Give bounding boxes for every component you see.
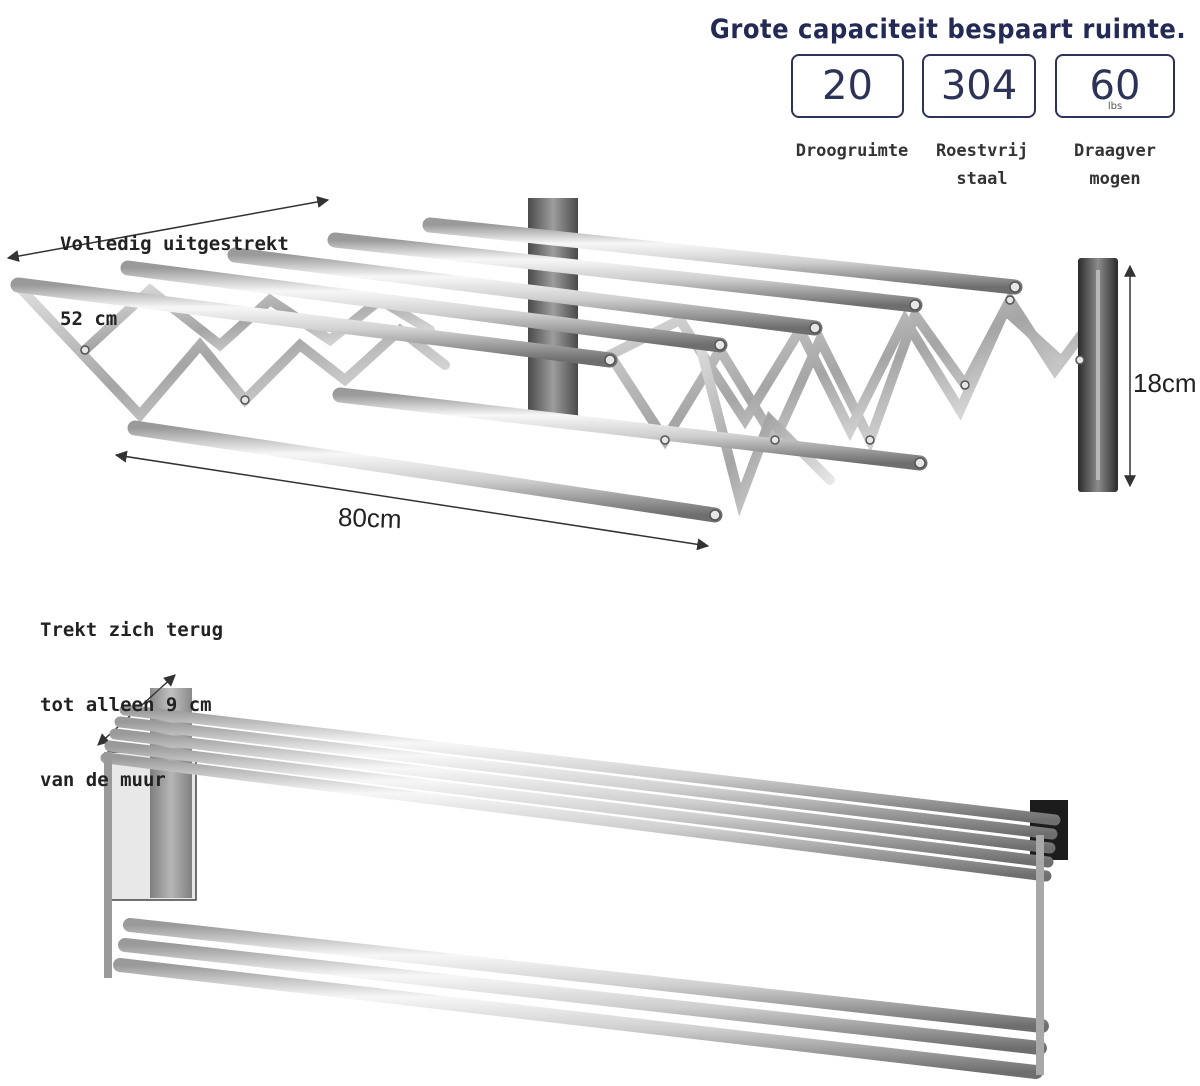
retracted-rack: [97, 674, 1068, 1079]
note-line: 52 cm: [60, 308, 118, 330]
height-dimension-label: 18cm: [1133, 368, 1197, 398]
spec-value: 20: [822, 63, 873, 109]
spec-box-load-capacity: 60 lbs: [1055, 54, 1175, 118]
rod: [127, 420, 723, 523]
spec-label-line: Draagver: [1074, 141, 1156, 161]
spec-value: 60: [1089, 63, 1141, 109]
note-line: van de muur: [40, 769, 166, 791]
spec-value: 304: [940, 63, 1018, 109]
rivets: [80, 281, 1085, 521]
rod: [120, 260, 728, 353]
retracted-depth-note: Trekt zich terug tot alleen 9 cm van de …: [40, 568, 223, 818]
spec-label-stainless-steel: Roestvrij staal: [912, 137, 1052, 193]
extended-depth-note: Volledig uitgestrekt 52 cm: [60, 182, 289, 357]
rod: [327, 232, 923, 313]
spec-label-line: Roestvrij: [935, 141, 1029, 161]
note-line: Volledig uitgestrekt: [60, 233, 289, 255]
spec-box-stainless-steel: 304: [922, 54, 1036, 118]
rod: [422, 217, 1023, 295]
capacity-heading: Grote capaciteit bespaart ruimte.: [709, 14, 1187, 45]
spec-label-line: staal: [956, 169, 1008, 189]
spec-label-drying-space: Droogruimte: [782, 137, 922, 165]
note-line: Trekt zich terug: [40, 619, 224, 641]
spec-box-drying-space: 20: [791, 54, 904, 118]
width-dimension-label: 80cm: [337, 501, 403, 535]
rod: [332, 387, 928, 471]
spec-unit: lbs: [1107, 101, 1123, 112]
spec-label-line: mogen: [1089, 169, 1141, 189]
spec-label-line: Droogruimte: [795, 141, 909, 161]
note-line: tot alleen 9 cm: [40, 694, 212, 716]
rod: [227, 247, 823, 336]
rod: [10, 277, 618, 368]
depth-arrow: [6, 196, 330, 262]
width-arrow: [114, 450, 710, 551]
spec-label-load-capacity: Draagver mogen: [1045, 137, 1185, 193]
extended-rods: [10, 217, 1023, 523]
